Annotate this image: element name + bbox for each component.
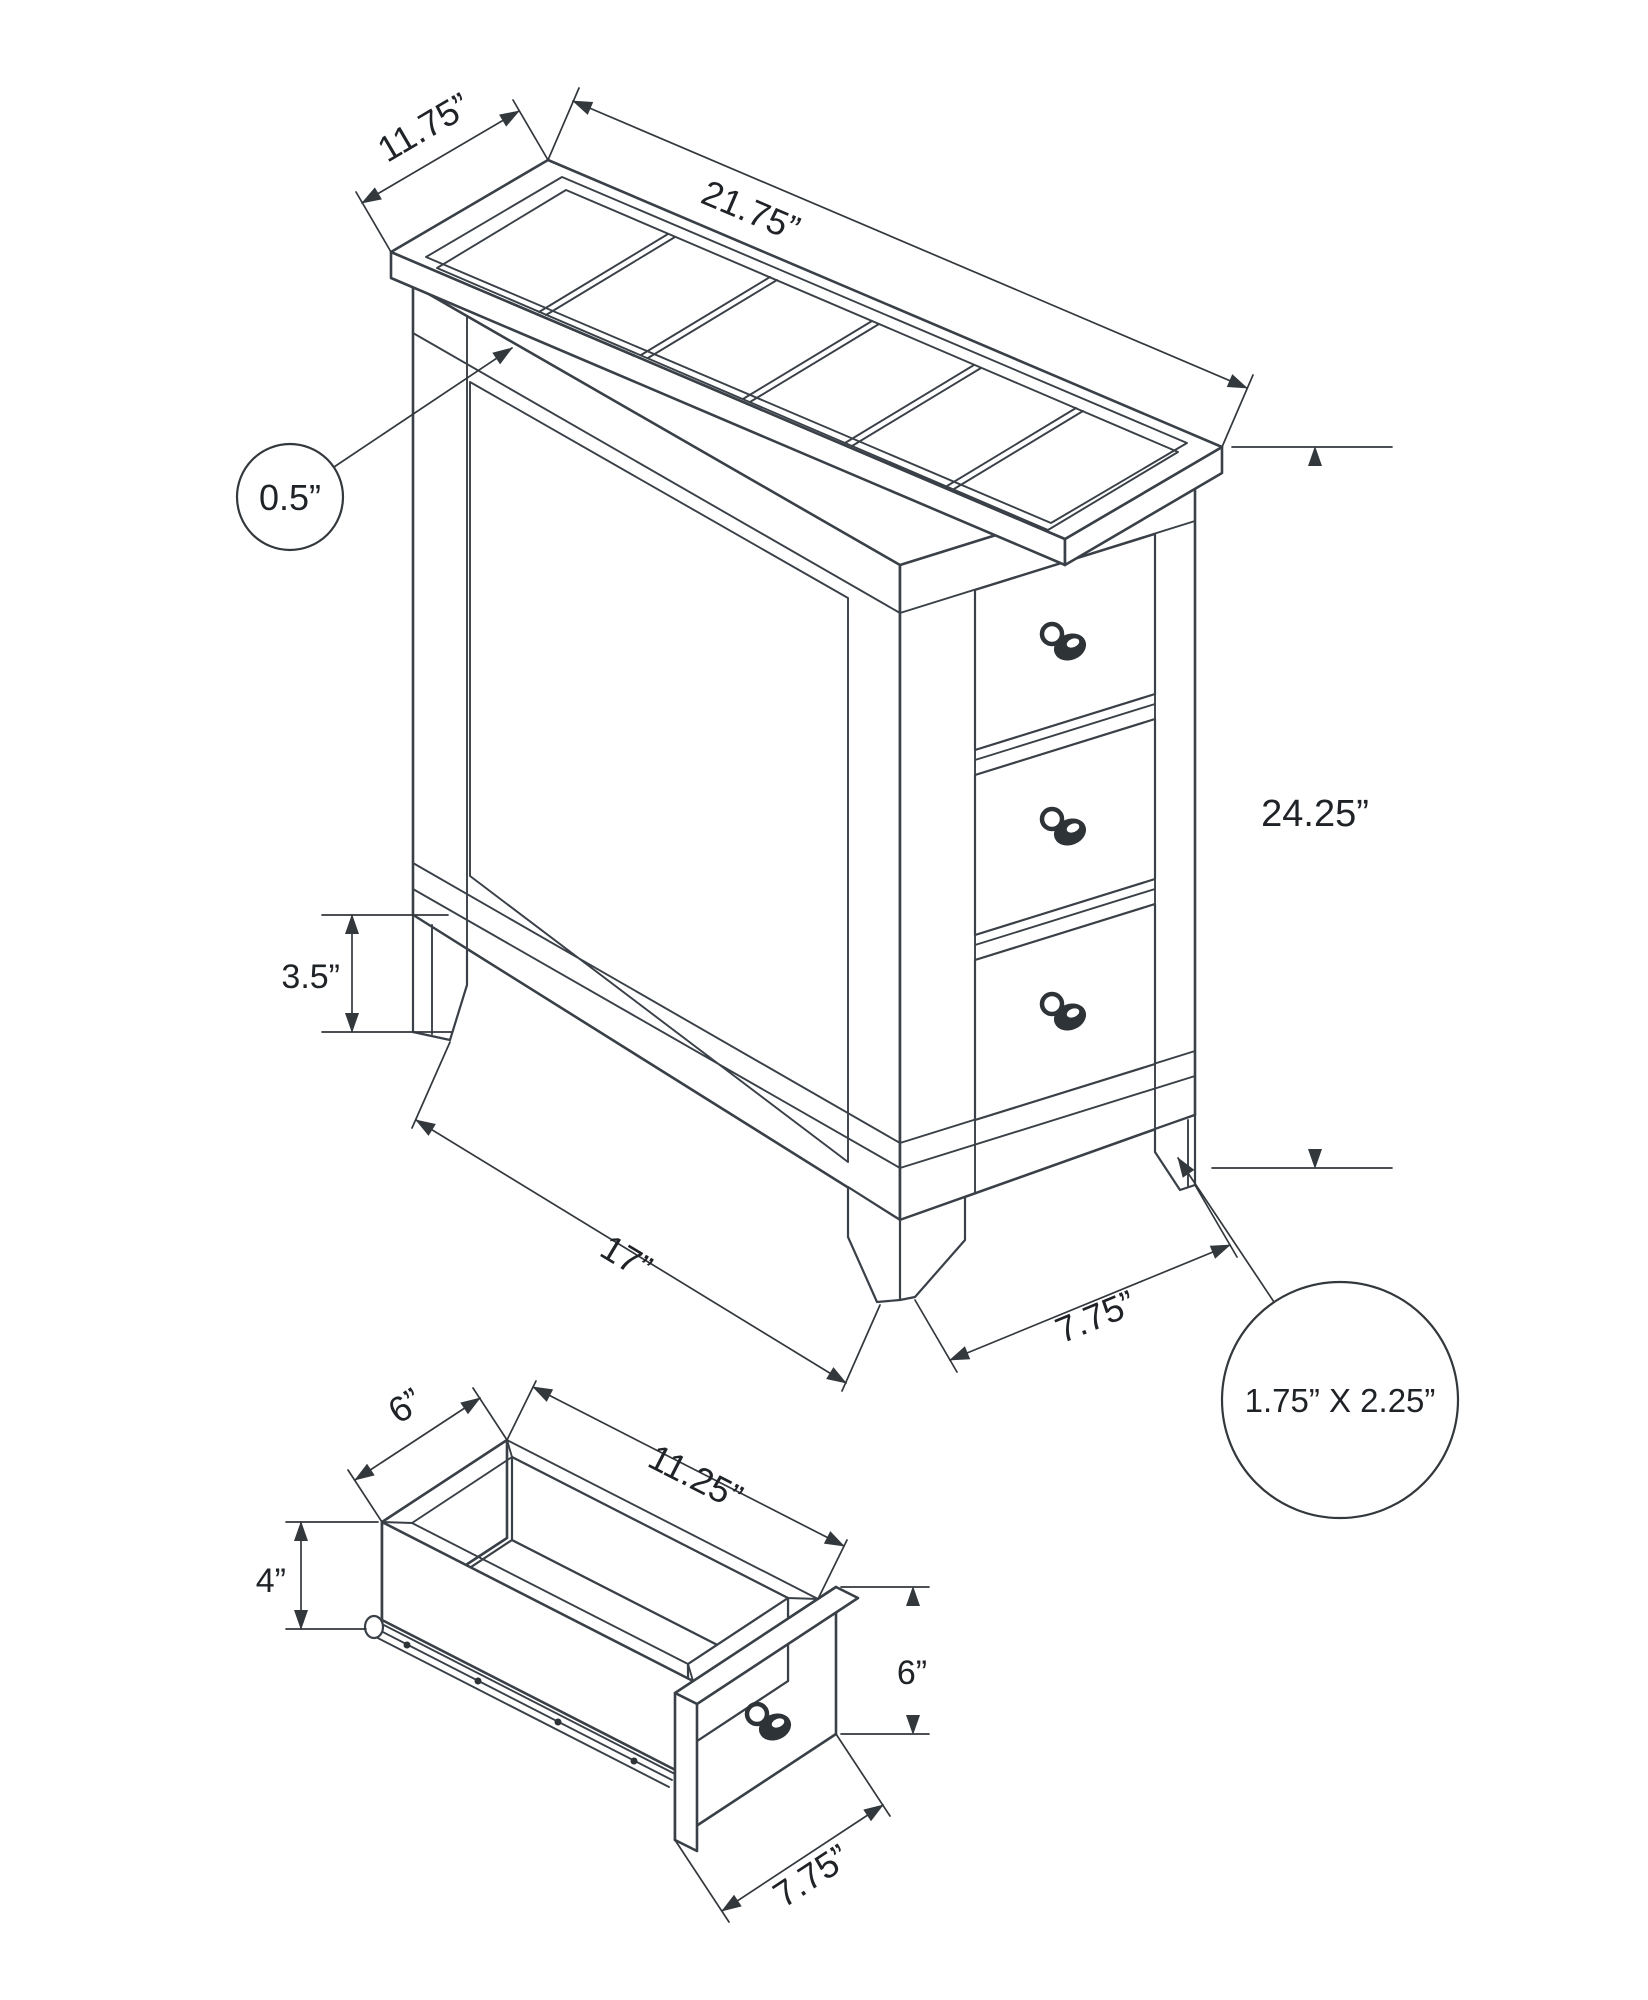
callout-leader-arrow	[1177, 1157, 1275, 1303]
drawer-detail-view: 6” 11.25” 4” 6” 7.75”	[256, 1380, 930, 1923]
dim-extension-lines	[285, 1521, 379, 1630]
slide-rail-screw	[403, 1641, 411, 1649]
dim-drawer-box-height: 4”	[256, 1521, 379, 1630]
drawer-slide-rail	[363, 1614, 676, 1788]
callout-leader-arrow	[333, 347, 513, 468]
dim-line	[721, 1804, 884, 1912]
dim-line	[532, 1386, 845, 1547]
dim-line	[361, 110, 520, 204]
dim-label-end-width: 7.75”	[1050, 1282, 1141, 1351]
dim-extension-lines	[674, 1733, 891, 1923]
callout-circle	[1220, 1280, 1460, 1520]
dim-leg-height: 3.5”	[281, 914, 453, 1033]
dim-line	[572, 100, 1248, 389]
slide-rail-screw	[554, 1718, 562, 1726]
dim-extension-lines	[411, 1041, 881, 1392]
callout-circle	[235, 442, 345, 552]
table-legs	[411, 913, 1197, 1304]
dim-label-front-height: 6”	[897, 1654, 927, 1692]
dim-label-drawer-length: 11.25”	[642, 1436, 749, 1518]
dim-drawer-front-height: 6”	[840, 1586, 930, 1735]
dim-label-drawer-depth: 6”	[381, 1380, 430, 1432]
slide-rail-lines	[367, 1619, 676, 1788]
callout-leg-section: 1.75” X 2.25”	[1177, 1157, 1460, 1520]
dim-label-front-width: 7.75”	[766, 1836, 857, 1915]
side-panel-frame-lines	[412, 315, 901, 1169]
dim-line	[415, 1119, 847, 1384]
callout-lip-thickness: 0.5”	[235, 347, 513, 552]
dim-extension-lines	[347, 1387, 508, 1523]
dim-height: 24.25”	[1211, 446, 1393, 1169]
dim-label-box-height: 4”	[256, 1562, 286, 1600]
dim-label-height: 24.25”	[1261, 793, 1369, 835]
drawer-front-panel-side-edge	[673, 1691, 699, 1853]
dim-line	[354, 1397, 481, 1481]
dim-label-top-depth: 11.75”	[370, 84, 476, 170]
side-table-view: 11.75” 21.75” 0.5” 24.25” 3.5”	[235, 84, 1460, 1520]
slide-rail-screw	[474, 1677, 482, 1685]
slide-rail-screw	[630, 1757, 638, 1765]
dim-extension-lines	[506, 1380, 848, 1600]
callout-label-leg-section: 1.75” X 2.25”	[1245, 1382, 1436, 1419]
dim-line	[949, 1244, 1231, 1361]
dim-label-leg-height: 3.5”	[281, 958, 340, 996]
callout-label-lip: 0.5”	[259, 477, 321, 518]
dim-extension-lines	[321, 914, 453, 1033]
slide-rail-end-cap	[363, 1614, 385, 1640]
